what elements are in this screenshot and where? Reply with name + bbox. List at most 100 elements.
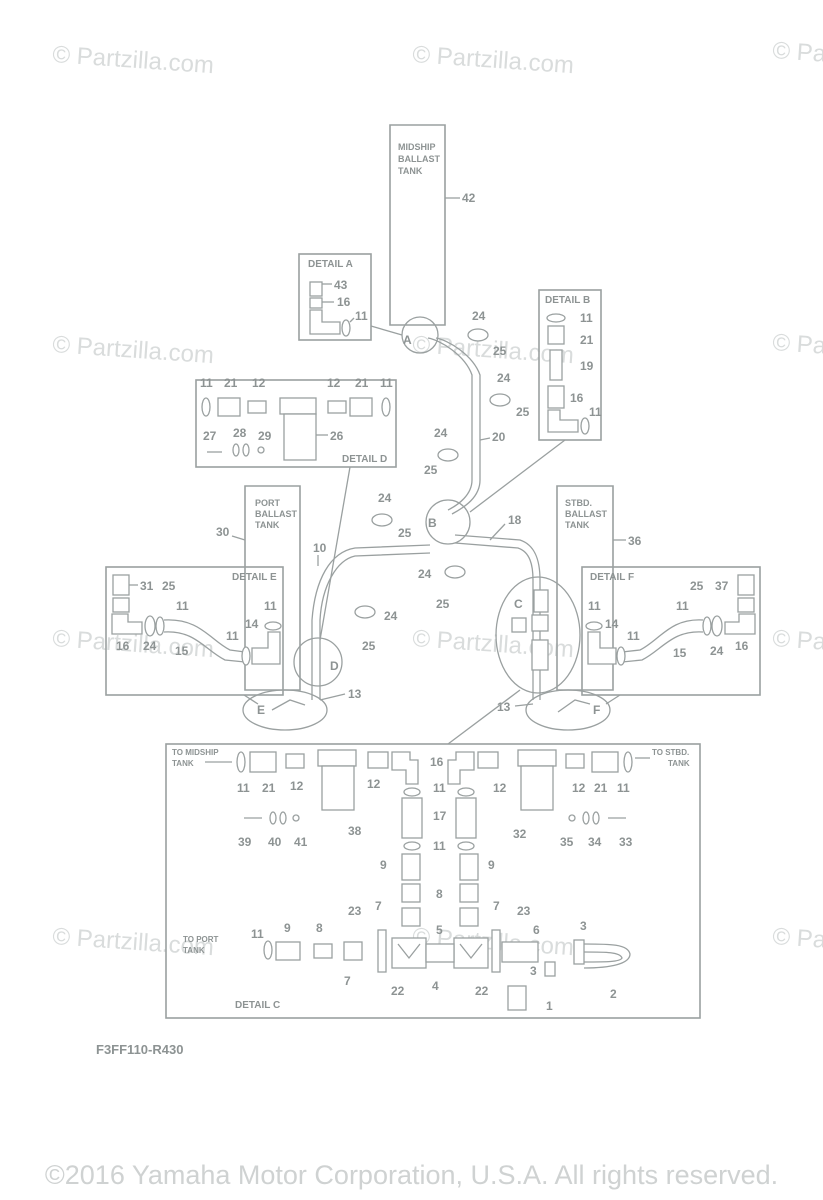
part-number: 11 bbox=[176, 599, 189, 613]
part-number: 6 bbox=[533, 923, 540, 937]
part-number: 8 bbox=[436, 887, 443, 901]
part-number: 21 bbox=[580, 333, 594, 347]
part-number: 12 bbox=[367, 777, 381, 791]
hoses: 20 18 10 bbox=[311, 337, 541, 700]
tank-label: STBD. bbox=[565, 498, 592, 508]
part-number: 11 bbox=[226, 629, 239, 643]
watermark: © Partzilla.com bbox=[412, 41, 575, 79]
callout-label: D bbox=[330, 659, 339, 673]
part-number: 24 bbox=[434, 426, 448, 440]
tank-label: TANK bbox=[255, 520, 280, 530]
part-number: 25 bbox=[493, 344, 507, 358]
watermark: © Partzilla.com bbox=[412, 625, 575, 663]
part-number: 24 bbox=[143, 639, 157, 653]
flow-note: TANK bbox=[668, 759, 690, 768]
part-number: 12 bbox=[290, 779, 304, 793]
part-number: 27 bbox=[203, 429, 217, 443]
part-number: 24 bbox=[418, 567, 432, 581]
part-number: 7 bbox=[493, 899, 500, 913]
watermark: © Partzilla.com bbox=[772, 329, 823, 367]
part-number: 26 bbox=[330, 429, 344, 443]
part-number: 43 bbox=[334, 278, 348, 292]
part-number: 25 bbox=[398, 526, 412, 540]
part-number: 39 bbox=[238, 835, 252, 849]
tank-label: BALLAST bbox=[255, 509, 297, 519]
part-number: 30 bbox=[216, 525, 230, 539]
part-number: 25 bbox=[690, 579, 704, 593]
part-number: 16 bbox=[116, 639, 130, 653]
watermark: © Partzilla.com bbox=[52, 331, 215, 369]
part-number: 16 bbox=[735, 639, 749, 653]
detail-c: DETAIL C TO MIDSHIP TANK TO STBD. TANK T… bbox=[165, 689, 701, 1019]
flow-note: TO STBD. bbox=[652, 748, 689, 757]
tank-label: TANK bbox=[398, 166, 423, 176]
stbd-ballast-tank: STBD. BALLAST TANK 36 bbox=[556, 485, 642, 691]
part-number: 11 bbox=[200, 376, 213, 390]
part-number: 23 bbox=[348, 904, 362, 918]
tank-label: MIDSHIP bbox=[398, 142, 436, 152]
tank-label: BALLAST bbox=[398, 154, 440, 164]
part-number: 31 bbox=[140, 579, 154, 593]
part-number: 22 bbox=[391, 984, 405, 998]
part-number: 9 bbox=[380, 858, 387, 872]
diagram-code: F3FF110-R430 bbox=[96, 1042, 184, 1057]
flow-note: TO MIDSHIP bbox=[172, 748, 219, 757]
part-number: 24 bbox=[710, 644, 724, 658]
part-number: 15 bbox=[175, 644, 189, 658]
tank-label: TANK bbox=[565, 520, 590, 530]
part-number: 16 bbox=[570, 391, 584, 405]
hose-clamps: 24 25 24 25 24 25 24 25 24 25 24 25 bbox=[354, 309, 530, 653]
part-number: 21 bbox=[594, 781, 608, 795]
part-number: 15 bbox=[673, 646, 687, 660]
detail-title: DETAIL E bbox=[232, 572, 277, 583]
part-number: 11 bbox=[433, 781, 446, 795]
tank-label: BALLAST bbox=[565, 509, 607, 519]
copyright-notice: ©2016 Yamaha Motor Corporation, U.S.A. A… bbox=[44, 1160, 779, 1190]
part-number: 11 bbox=[237, 781, 250, 795]
tank-label: PORT bbox=[255, 498, 281, 508]
part-number: 7 bbox=[375, 899, 382, 913]
detail-b: DETAIL B 11 21 19 16 11 bbox=[469, 289, 602, 513]
part-number: 17 bbox=[433, 809, 447, 823]
part-number: 11 bbox=[380, 376, 393, 390]
part-number: 33 bbox=[619, 835, 633, 849]
part-number: 2 bbox=[610, 987, 617, 1001]
callout-circles: A B C D E F 13 13 bbox=[242, 316, 611, 731]
part-number: 21 bbox=[355, 376, 369, 390]
part-number: 12 bbox=[252, 376, 266, 390]
part-number: 25 bbox=[362, 639, 376, 653]
part-number: 35 bbox=[560, 835, 574, 849]
part-number: 11 bbox=[627, 629, 640, 643]
part-number: 29 bbox=[258, 429, 272, 443]
part-number: 9 bbox=[284, 921, 291, 935]
part-number: 11 bbox=[355, 309, 368, 323]
part-number: 25 bbox=[424, 463, 438, 477]
part-number: 11 bbox=[589, 405, 602, 419]
part-number: 21 bbox=[262, 781, 276, 795]
flow-note: TO PORT bbox=[183, 935, 219, 944]
watermark: © Partzilla.com bbox=[52, 41, 215, 79]
part-number: 24 bbox=[378, 491, 392, 505]
part-number: 25 bbox=[436, 597, 450, 611]
part-number: 21 bbox=[224, 376, 238, 390]
part-number: 24 bbox=[472, 309, 486, 323]
part-number: 34 bbox=[588, 835, 602, 849]
part-number: 5 bbox=[436, 923, 443, 937]
part-number: 13 bbox=[497, 700, 511, 714]
part-number: 18 bbox=[508, 513, 522, 527]
detail-d: DETAIL D 11 21 12 12 21 11 26 27 28 29 bbox=[195, 376, 397, 641]
watermark: © Partzilla.com bbox=[772, 625, 823, 663]
callout-label: F bbox=[593, 703, 600, 717]
part-number: 7 bbox=[344, 974, 351, 988]
part-number: 16 bbox=[337, 295, 351, 309]
part-number: 3 bbox=[530, 964, 537, 978]
part-number: 11 bbox=[617, 781, 630, 795]
part-number: 3 bbox=[580, 919, 587, 933]
flow-note: TANK bbox=[172, 759, 194, 768]
part-number: 25 bbox=[516, 405, 530, 419]
midship-ballast-tank: MIDSHIP BALLAST TANK 42 bbox=[389, 124, 476, 326]
part-number: 4 bbox=[432, 979, 439, 993]
part-number: 24 bbox=[497, 371, 511, 385]
flow-note: TANK bbox=[183, 946, 205, 955]
part-number: 14 bbox=[245, 617, 259, 631]
